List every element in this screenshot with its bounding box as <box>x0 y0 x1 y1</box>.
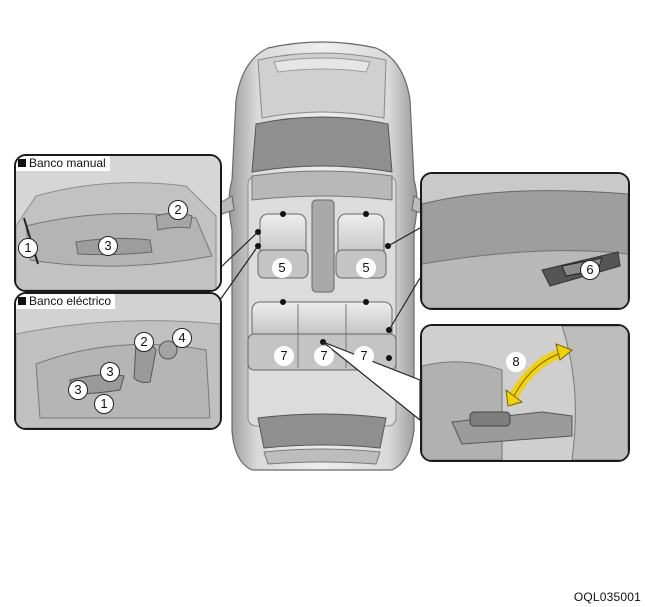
callout-2: 2 <box>134 332 154 352</box>
manual-seat-illustration <box>16 156 220 290</box>
callout-7-right: 7 <box>354 346 374 366</box>
callout-7-left: 7 <box>274 346 294 366</box>
callout-1: 1 <box>94 394 114 414</box>
square-bullet-icon <box>18 297 26 305</box>
armrest-illustration <box>422 326 628 460</box>
electric-seat-label: Banco eléctrico <box>16 294 116 309</box>
callout-5-right: 5 <box>356 258 376 278</box>
electric-seat-illustration <box>16 294 220 428</box>
callout-3: 3 <box>98 236 118 256</box>
callout-3: 3 <box>100 362 120 382</box>
electric-seat-inset: Banco eléctrico 1 2 3 3 4 <box>14 292 222 430</box>
callout-6: 6 <box>580 260 600 280</box>
manual-seat-label: Banco manual <box>16 156 110 171</box>
callout-8: 8 <box>506 352 526 372</box>
callout-1: 1 <box>18 238 38 258</box>
manual-seat-inset: Banco manual 1 2 3 <box>14 154 222 292</box>
callout-7-center: 7 <box>314 346 334 366</box>
callout-4: 4 <box>172 328 192 348</box>
callout-3: 3 <box>68 380 88 400</box>
callout-5-left: 5 <box>272 258 292 278</box>
lever-inset: 6 <box>420 172 630 310</box>
armrest-inset: 8 <box>420 324 630 462</box>
callout-2: 2 <box>168 200 188 220</box>
lever-illustration <box>422 174 628 308</box>
square-bullet-icon <box>18 159 26 167</box>
figure-code: OQL035001 <box>573 590 641 604</box>
